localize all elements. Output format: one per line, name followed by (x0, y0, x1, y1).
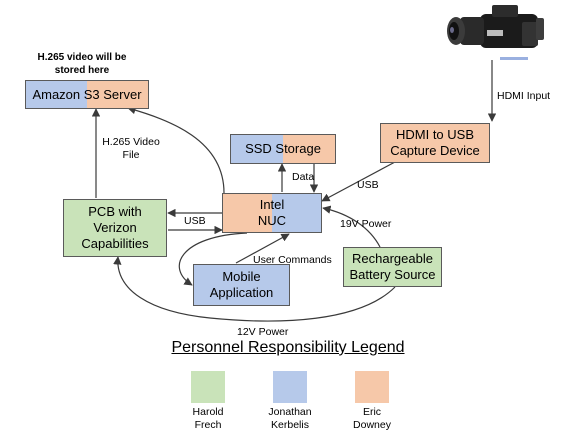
edge-label-usb-pcb: USB (184, 215, 206, 227)
intel-nuc-line1: Intel (259, 197, 285, 212)
storage-note-line2: stored here (54, 65, 110, 76)
intel-nuc-node: Intel NUC (222, 193, 322, 233)
edge-label-h265-line1: H.265 Video (102, 136, 160, 148)
edge-12v-power (113, 256, 396, 322)
edge-nuc-to-s3 (127, 106, 225, 194)
pcb-verizon-node: PCB with Verizon Capabilities (63, 199, 167, 257)
edge-label-data: Data (292, 171, 315, 183)
edge-label-hdmi-input: HDMI Input (497, 90, 551, 102)
hdmi-usb-capture-line1: HDMI to USB (395, 127, 474, 142)
hdmi-usb-capture-node: HDMI to USB Capture Device (380, 123, 490, 163)
mobile-application-node: Mobile Application (193, 264, 290, 306)
edge-label-h265: H.265 Video File (96, 136, 166, 162)
legend-person-last: Kerbelis (271, 419, 309, 431)
legend-swatch-harold (191, 371, 225, 403)
edge-label-19v-power: 19V Power (340, 218, 392, 230)
mobile-application-line1: Mobile (222, 269, 261, 284)
edge-user-commands (235, 233, 290, 264)
legend-title: Personnel Responsibility Legend (171, 339, 405, 356)
edge-label-user-commands: User Commands (253, 254, 332, 266)
edge-nuc-to-mobile (178, 232, 248, 286)
battery-source-line2: Battery Source (349, 267, 436, 282)
legend-person-harold: Harold Frech (178, 406, 238, 432)
intel-nuc-line2: NUC (257, 213, 287, 228)
ssd-storage-node: SSD Storage (230, 134, 336, 164)
mobile-application-line2: Application (209, 285, 274, 300)
ssd-storage-label: SSD Storage (245, 141, 321, 156)
hdmi-usb-capture-line2: Capture Device (390, 143, 480, 158)
edge-label-usb-capture: USB (357, 179, 379, 191)
amazon-s3-server-label: Amazon S3 Server (32, 86, 142, 102)
edge-label-12v-power: 12V Power (237, 326, 289, 338)
legend-person-jonathan: Jonathan Kerbelis (258, 406, 322, 432)
legend-swatch-eric (355, 371, 389, 403)
pcb-verizon-line2: Verizon (93, 220, 137, 235)
legend-person-first: Eric (362, 406, 382, 418)
storage-note-line1: H.265 video will be (37, 52, 127, 63)
edge-label-h265-line2: File (122, 149, 140, 161)
video-camera-icon (440, 0, 560, 70)
storage-note: H.265 video will be stored here (26, 51, 138, 77)
legend-person-first: Jonathan (268, 406, 312, 418)
legend-person-first: Harold (192, 406, 224, 418)
legend-person-last: Frech (194, 419, 222, 431)
legend-person-last: Downey (353, 419, 391, 431)
battery-source-line1: Rechargeable (352, 251, 433, 266)
pcb-verizon-line1: PCB with (88, 204, 142, 219)
legend-swatch-jonathan (273, 371, 307, 403)
battery-source-node: Rechargeable Battery Source (343, 247, 442, 287)
pcb-verizon-line3: Capabilities (81, 236, 149, 251)
edge-usb-capture (321, 161, 396, 202)
legend-person-eric: Eric Downey (342, 406, 402, 432)
edge-19v-power (322, 205, 381, 248)
amazon-s3-server-node: Amazon S3 Server (25, 80, 149, 109)
